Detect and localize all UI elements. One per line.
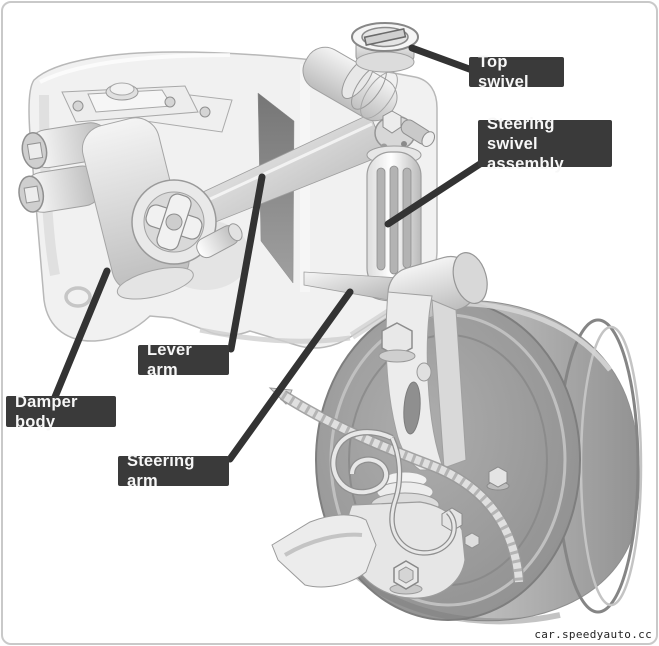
callout-lever-arm: Lever arm [138, 341, 229, 379]
clamp-arm [271, 514, 377, 588]
clamp-bolt [389, 560, 423, 595]
top-swivel-cap-illustration [351, 22, 419, 73]
callout-steering-arm: Steering arm [118, 452, 229, 490]
watermark-text: car.speedyauto.cc [534, 628, 652, 641]
callout-steering-swivel-assembly: Steering swivel assembly [478, 115, 612, 173]
steering-swivel-illustration [271, 22, 510, 599]
leader-line-lever-arm [227, 173, 266, 353]
damper-shaft-stub [196, 223, 243, 259]
universal-joint [374, 110, 436, 151]
small-nut [464, 532, 480, 549]
callout-damper-body: Damper body [6, 393, 116, 431]
damper-body-illustration [18, 82, 243, 308]
castellated-nut [145, 193, 203, 251]
leader-line-top-swivel [408, 44, 476, 74]
leader-line-steering-swivel-assembly [384, 158, 487, 228]
screw-slot [363, 28, 407, 46]
callout-top-swivel: Top swivel [469, 53, 564, 91]
drum-face-bolt [486, 466, 510, 491]
brake-hose-illustration [268, 387, 525, 583]
leader-line-damper-body [51, 267, 111, 401]
leader-line-steering-arm [226, 288, 354, 463]
damper-lower-cylinder [18, 165, 103, 213]
